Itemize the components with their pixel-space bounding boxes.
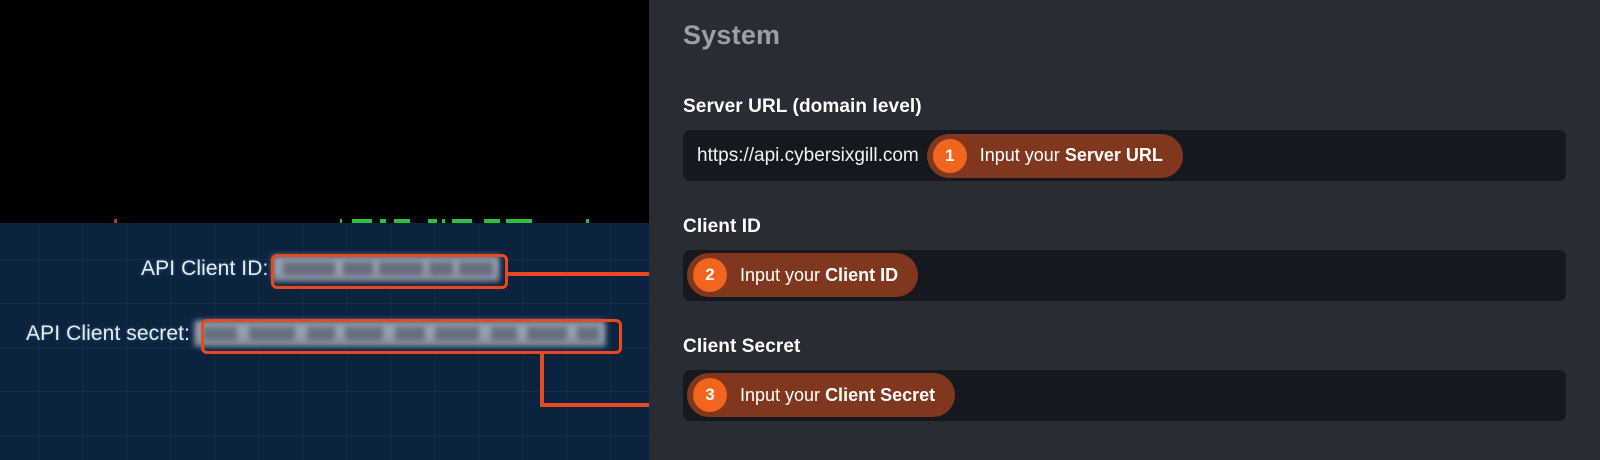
annotation-number-3: 3 bbox=[693, 378, 727, 412]
clipped-console-text-fragments bbox=[0, 219, 649, 224]
annotation-badge-2: 2 Input your Client ID bbox=[687, 253, 919, 297]
annotation-badge-3: 3 Input your Client Secret bbox=[687, 373, 956, 417]
annotation-prefix-1: Input your bbox=[979, 145, 1065, 165]
annotation-number-1: 1 bbox=[932, 138, 967, 173]
annotation-target-3: Client Secret bbox=[825, 384, 936, 405]
label-client-id: Client ID bbox=[683, 216, 761, 237]
annotation-text-1: Input your Server URL bbox=[980, 145, 1163, 166]
portal-client-id-row: API Client ID: bbox=[141, 255, 501, 282]
field-group-client-secret: Client Secret 3 Input your Client Secret bbox=[683, 336, 1566, 421]
annotation-prefix-3: Input your bbox=[740, 384, 826, 405]
field-group-server-url: Server URL (domain level) https://api.cy… bbox=[683, 96, 1566, 181]
annotation-text-2: Input your Client ID bbox=[740, 265, 898, 286]
portal-client-secret-label: API Client secret: bbox=[26, 321, 191, 345]
capture-top-black-area bbox=[0, 0, 649, 223]
label-server-url: Server URL (domain level) bbox=[683, 96, 922, 117]
portal-client-id-value-redacted[interactable] bbox=[272, 255, 501, 282]
input-client-id[interactable]: 2 Input your Client ID bbox=[683, 250, 1566, 301]
page-title: System bbox=[683, 20, 781, 50]
input-client-secret[interactable]: 3 Input your Client Secret bbox=[683, 370, 1566, 421]
portal-client-id-label: API Client ID: bbox=[141, 256, 269, 280]
annotation-number-2: 2 bbox=[693, 258, 727, 292]
system-settings-panel: System Server URL (domain level) https:/… bbox=[649, 0, 1600, 460]
highlight-box-client-secret bbox=[201, 319, 622, 354]
annotation-text-3: Input your Client Secret bbox=[740, 385, 935, 406]
sixgill-portal-screenshot: API Client ID: API Client secret: bbox=[0, 0, 649, 460]
annotation-prefix-2: Input your bbox=[740, 264, 826, 285]
field-group-client-id: Client ID 2 Input your Client ID bbox=[683, 216, 1566, 301]
annotation-target-1: Server URL bbox=[1064, 145, 1163, 165]
input-server-url-value: https://api.cybersixgill.com bbox=[697, 144, 919, 166]
annotation-badge-1: 1 Input your Server URL bbox=[926, 133, 1183, 178]
input-server-url[interactable]: https://api.cybersixgill.com 1 Input you… bbox=[683, 130, 1566, 181]
capture-form-area: API Client ID: API Client secret: bbox=[0, 223, 649, 460]
annotation-target-2: Client ID bbox=[825, 264, 899, 285]
highlight-box-client-id bbox=[271, 254, 508, 289]
label-client-secret: Client Secret bbox=[683, 336, 801, 357]
